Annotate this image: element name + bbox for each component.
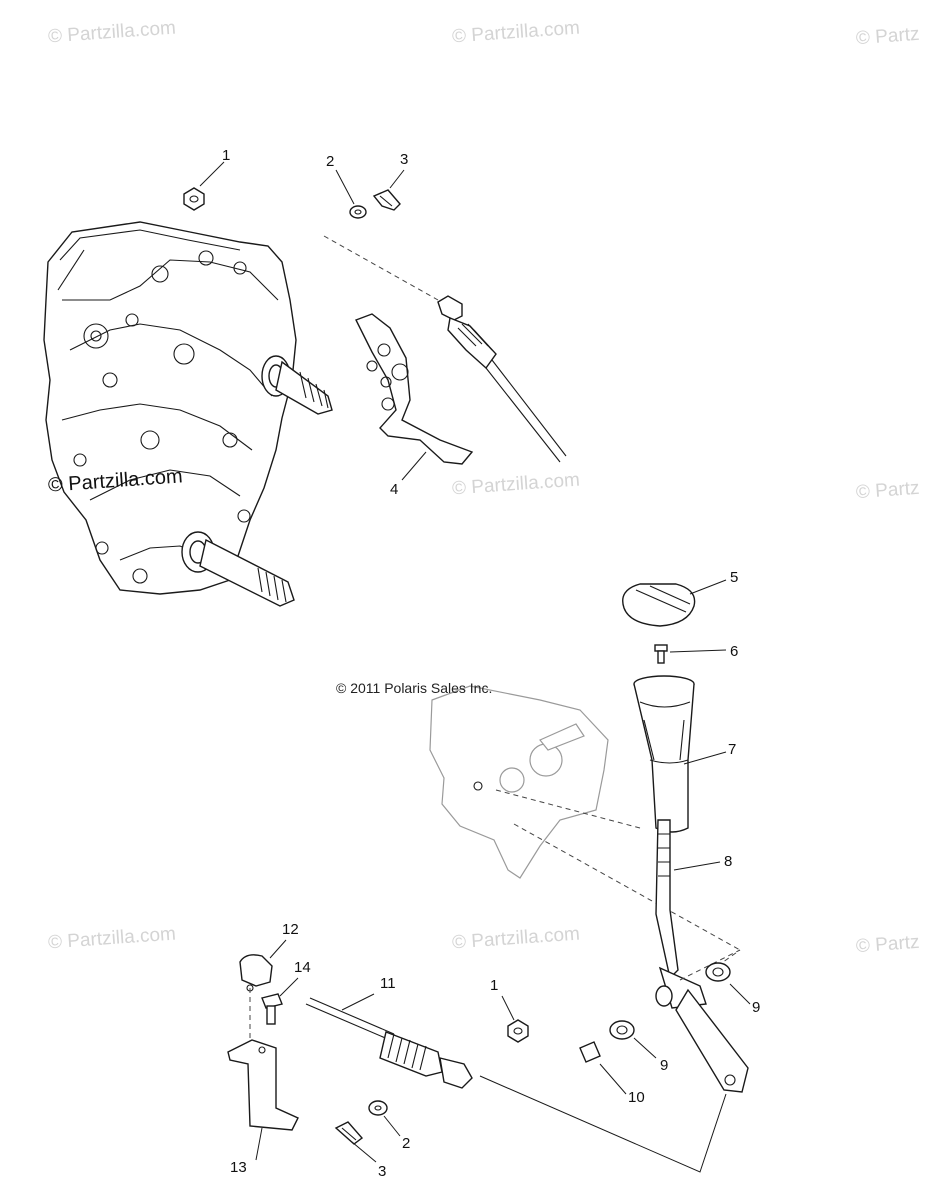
nut-lower [507, 1019, 529, 1043]
callout-4: 4 [390, 481, 398, 498]
washer-upper [349, 205, 367, 219]
callout-6: 6 [730, 643, 738, 660]
callout-8: 8 [724, 853, 732, 870]
lower-shift-cable [305, 997, 473, 1089]
upper-shift-cable [323, 235, 567, 463]
transmission-assembly [43, 221, 333, 607]
shift-lever [655, 819, 749, 1093]
callout-13: 13 [230, 1159, 247, 1176]
clip-upper [372, 189, 401, 211]
callout-7: 7 [728, 741, 736, 758]
screw-knob [654, 644, 668, 664]
support-bracket [227, 1039, 299, 1131]
nut-upper [183, 187, 205, 211]
callout-12: 12 [282, 921, 299, 938]
callout-9-right: 9 [752, 999, 760, 1016]
bushing-right [705, 962, 731, 982]
callout-1-top: 1 [222, 147, 230, 164]
washer-lower [368, 1100, 388, 1116]
shift-bracket [355, 313, 474, 465]
shift-boot [633, 675, 695, 833]
callout-14: 14 [294, 959, 311, 976]
bolt [261, 993, 283, 1025]
callout-3-top: 3 [400, 151, 408, 168]
clip-lower [334, 1121, 364, 1145]
callout-2-top: 2 [326, 153, 334, 170]
callout-9-lower: 9 [660, 1057, 668, 1074]
callout-1-bottom: 1 [490, 977, 498, 994]
leader-lines [199, 161, 751, 1163]
callout-11: 11 [380, 975, 396, 992]
shift-knob [622, 583, 696, 627]
callout-5: 5 [730, 569, 738, 586]
cable-clamp [239, 954, 273, 992]
phantom-bracket [429, 685, 609, 879]
copyright-notice: © 2011 Polaris Sales Inc. [336, 680, 493, 696]
bushing-lower [609, 1020, 635, 1040]
callout-3-bottom: 3 [378, 1163, 386, 1180]
callout-2-bottom: 2 [402, 1135, 410, 1152]
clip-lower-right [579, 1041, 601, 1063]
callout-10: 10 [628, 1089, 645, 1106]
